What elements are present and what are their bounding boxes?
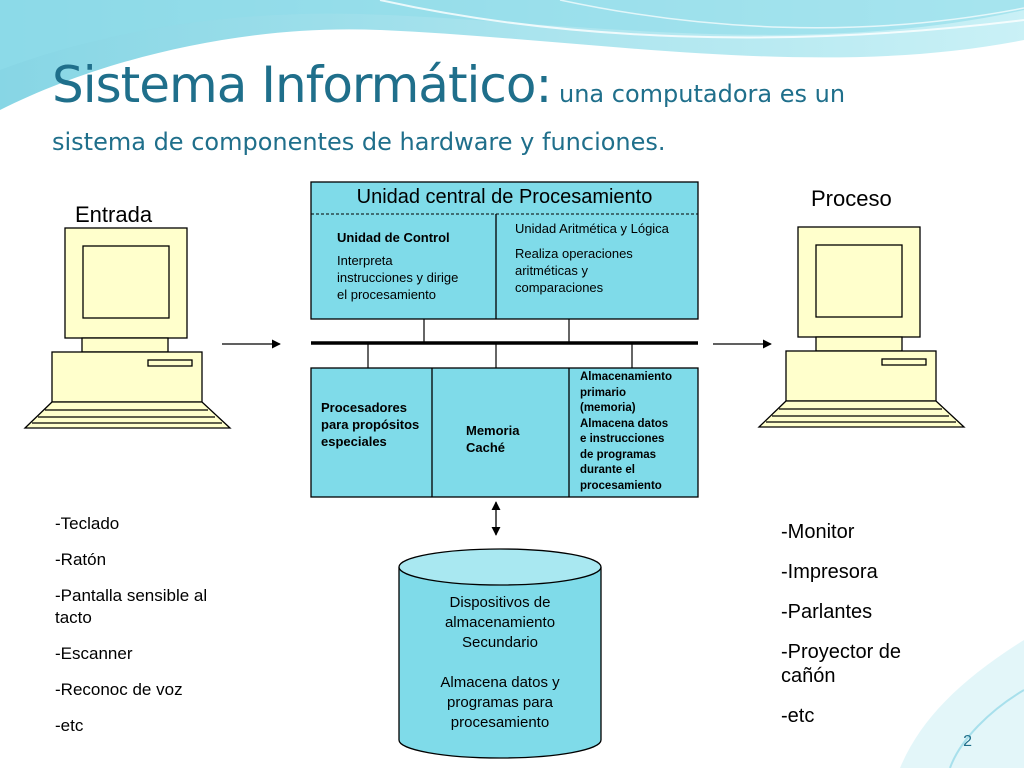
- title-line-2: sistema de componentes de hardware y fun…: [52, 128, 666, 156]
- output-device-item: -Impresora: [781, 561, 878, 583]
- output-device-item: -etc: [781, 705, 815, 727]
- input-label: Entrada: [75, 202, 153, 227]
- special-processors-line-2: para propósitos: [321, 417, 420, 432]
- storage-line-3: Secundario: [462, 634, 538, 651]
- secondary-storage-text: Dispositivos de almacenamiento Secundari…: [404, 593, 596, 733]
- primary-line-4: Almacena datos: [580, 417, 669, 430]
- primary-line-7: durante el: [580, 464, 635, 476]
- control-unit-desc-1: Interpreta: [337, 253, 393, 268]
- memory-box: [310, 367, 699, 498]
- alu: Unidad Aritmética y Lógica Realiza opera…: [515, 220, 695, 296]
- control-unit-name: Unidad de Control: [337, 230, 450, 245]
- primary-line-6: de programas: [580, 448, 657, 461]
- alu-name: Unidad Aritmética y Lógica: [515, 221, 669, 236]
- storage-line-7: procesamiento: [450, 714, 550, 731]
- special-processors-line-1: Procesadores: [321, 400, 407, 415]
- primary-line-8: procesamiento: [580, 479, 662, 492]
- control-unit-desc-3: el procesamiento: [337, 287, 436, 302]
- storage-line-6: programas para: [447, 694, 553, 711]
- secondary-storage-cylinder: [398, 548, 602, 759]
- storage-spacer: [404, 653, 596, 673]
- special-processors: Procesadores para propósitos especiales: [321, 399, 431, 450]
- storage-line-1: Dispositivos de: [449, 594, 551, 611]
- alu-desc-2: aritméticas y: [515, 263, 588, 278]
- storage-line-2: almacenamiento: [444, 614, 556, 631]
- cpu-title: Unidad central de Procesamiento: [356, 186, 653, 208]
- special-processors-line-3: especiales: [321, 434, 387, 449]
- input-device-item: -Ratón: [55, 550, 107, 569]
- primary-line-2: primario: [580, 386, 627, 399]
- title-main: Sistema Informático:: [52, 56, 552, 114]
- input-device-list: -Teclado -Ratón -Pantalla sensible al ta…: [55, 513, 225, 751]
- primary-line-5: e instrucciones: [580, 433, 665, 445]
- output-device-item: -Parlantes: [781, 601, 873, 623]
- cache-line-1: Memoria: [466, 423, 520, 438]
- output-device-item: -Proyector de cañón: [781, 641, 902, 687]
- control-unit-desc-2: instrucciones y dirige: [337, 270, 459, 285]
- process-label: Proceso: [811, 186, 892, 211]
- input-device-item: -Escanner: [55, 644, 133, 663]
- cpu-box: [310, 181, 699, 320]
- input-device-item: -Pantalla sensible al tacto: [55, 586, 208, 627]
- input-computer-icon: [23, 227, 232, 429]
- output-device-list: -Monitor -Impresora -Parlantes -Proyecto…: [781, 520, 941, 744]
- primary-line-3: (memoria): [580, 402, 636, 414]
- output-computer-icon: [757, 226, 966, 428]
- cache-memory: Memoria Caché: [466, 422, 556, 456]
- input-device-item: -etc: [55, 716, 84, 735]
- primary-line-1: Almacenamiento: [580, 371, 673, 383]
- primary-storage: Almacenamiento primario (memoria) Almace…: [580, 370, 696, 494]
- cache-line-2: Caché: [466, 440, 506, 455]
- input-device-item: -Reconoc de voz: [55, 680, 183, 699]
- title-sub: una computadora es un: [551, 80, 846, 108]
- input-device-item: -Teclado: [55, 514, 120, 533]
- page-number: 2: [963, 733, 972, 750]
- slide-title: Sistema Informático: una computadora es …: [52, 56, 845, 114]
- alu-desc-1: Realiza operaciones: [515, 246, 633, 261]
- storage-line-5: Almacena datos y: [440, 674, 560, 691]
- output-device-item: -Monitor: [781, 521, 855, 543]
- alu-desc-3: comparaciones: [515, 280, 604, 295]
- control-unit: Unidad de Control Interpreta instruccion…: [337, 229, 487, 303]
